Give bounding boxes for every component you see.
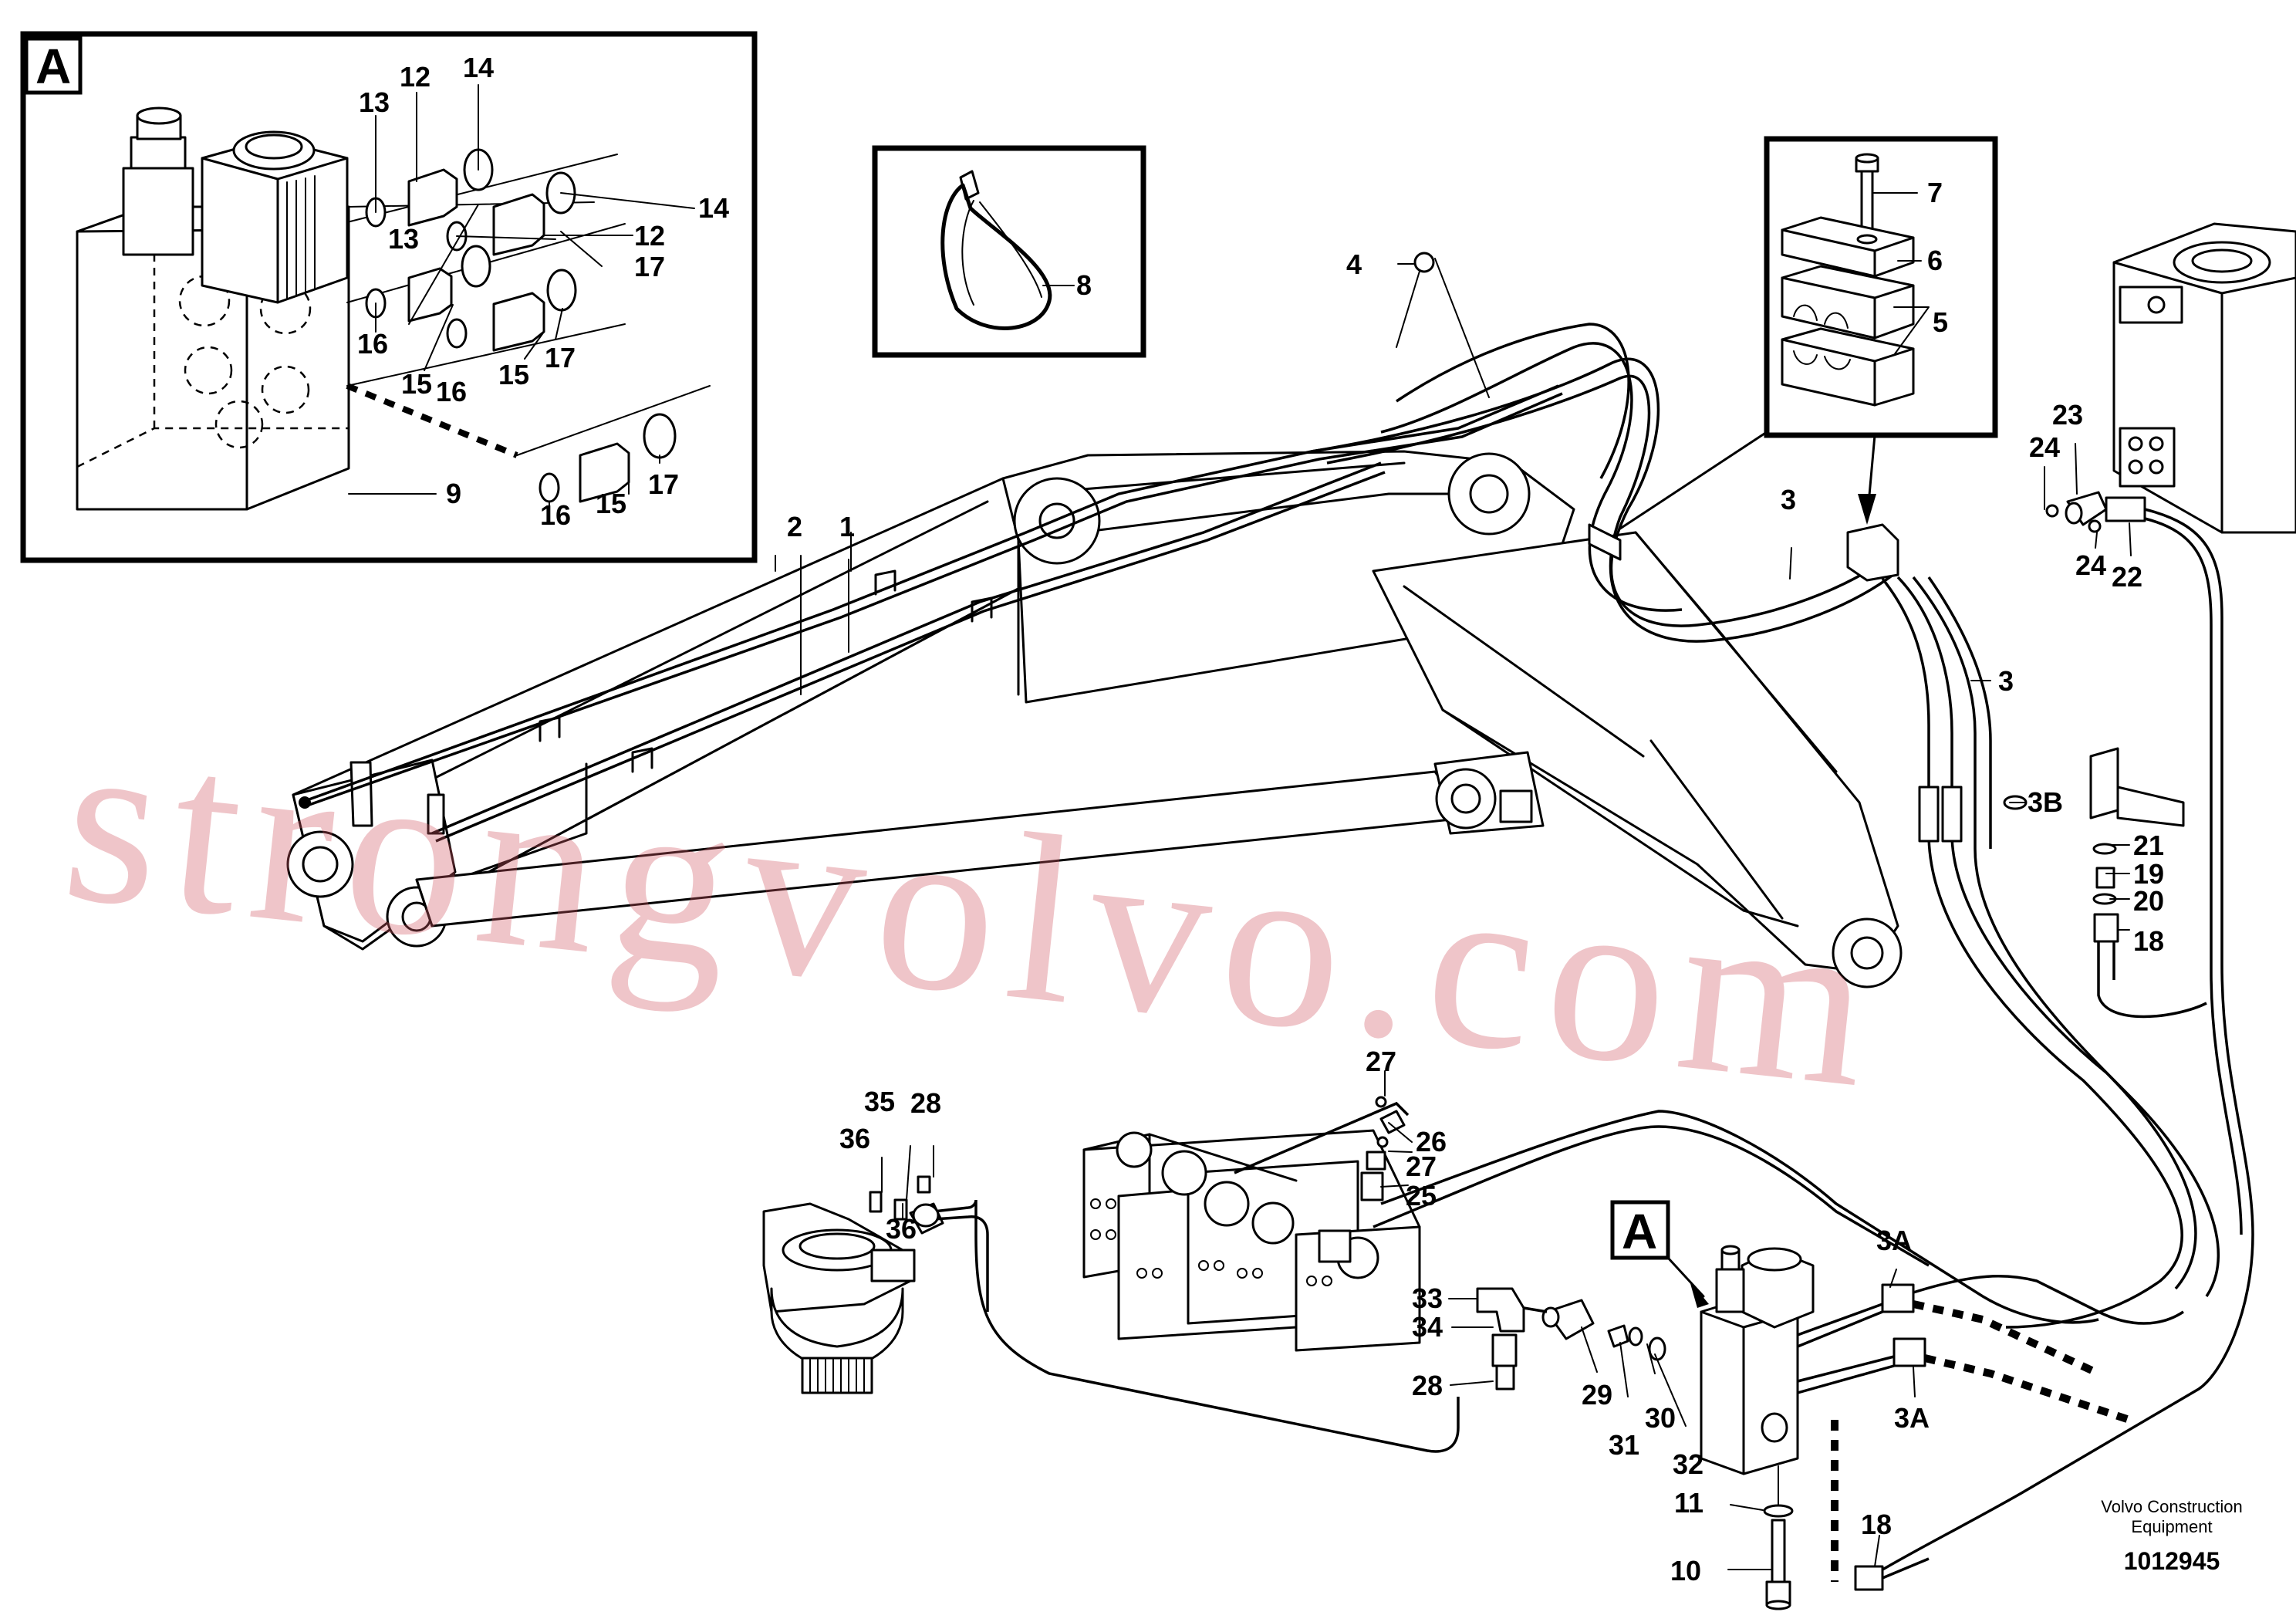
callout-number: 24 xyxy=(2075,549,2106,581)
callout-number: 9 xyxy=(446,478,461,509)
callout-number: 18 xyxy=(1861,1509,1892,1540)
boom-lines xyxy=(299,323,1899,843)
detail-a-valve: A xyxy=(1610,1200,2184,1610)
callout-number: 20 xyxy=(2133,885,2164,917)
callout-number: 17 xyxy=(648,468,679,500)
callout-number: 35 xyxy=(864,1086,895,1117)
clamp-detail: 7 6 5 xyxy=(1619,136,1998,530)
callout-number: 5 xyxy=(1933,306,1948,338)
fittings-misc xyxy=(1360,1096,1666,1391)
callout-number: 31 xyxy=(1609,1429,1639,1461)
callout-number: 36 xyxy=(886,1213,917,1245)
callout-number: 8 xyxy=(1076,269,1092,301)
callout-number: 22 xyxy=(2112,561,2142,593)
callout-number: 16 xyxy=(436,376,467,407)
callout-number: 23 xyxy=(2052,399,2083,431)
callout-labels: 2 1 4 3 3 3B 21 19 20 18 24 23 24 22 27 … xyxy=(787,248,2164,1587)
callout-number: 36 xyxy=(839,1123,870,1154)
callout-number: 24 xyxy=(2029,431,2060,463)
callout-number: 11 xyxy=(1674,1487,1703,1519)
callout-number: 27 xyxy=(1406,1151,1437,1182)
callout-number: 28 xyxy=(910,1087,941,1119)
callout-number: 6 xyxy=(1927,245,1943,276)
valve-stack xyxy=(1082,1101,2099,1352)
callout-number: 25 xyxy=(1406,1180,1437,1211)
inset-fittings xyxy=(346,148,711,503)
callout-number: 32 xyxy=(1673,1448,1703,1480)
callout-number: 29 xyxy=(1582,1379,1612,1411)
callout-number: 3A xyxy=(1894,1402,1930,1434)
callout-number: 12 xyxy=(400,61,430,93)
inset-a-letter: A xyxy=(35,39,71,94)
callout-number: 3A xyxy=(1876,1225,1912,1256)
hoses-3 xyxy=(1881,576,2220,1329)
credit-line1: Volvo Construction xyxy=(2101,1497,2242,1516)
callout-number: 33 xyxy=(1412,1282,1443,1314)
callout-number: 34 xyxy=(1412,1311,1443,1343)
callout-number: 14 xyxy=(698,192,729,224)
callout-number: 15 xyxy=(401,368,432,400)
callout-number: 18 xyxy=(2133,925,2164,957)
callout-number: 17 xyxy=(545,342,576,373)
callout-number: 10 xyxy=(1670,1555,1701,1587)
callout-number: 1 xyxy=(839,511,855,542)
callout-number: 19 xyxy=(2133,858,2164,890)
leader-lines xyxy=(800,258,2132,1570)
callout-number: 30 xyxy=(1645,1402,1676,1434)
callout-number: 13 xyxy=(359,86,390,118)
callout-number: 16 xyxy=(540,499,571,531)
pedal-valve xyxy=(762,1175,1460,1453)
callout-number: 7 xyxy=(1927,177,1943,208)
inset-a-detail: A xyxy=(20,31,758,563)
callout-number: 3B xyxy=(2028,786,2063,818)
credit-line2: Equipment xyxy=(2131,1517,2212,1536)
callout-number: 16 xyxy=(357,328,388,360)
callout-number: 14 xyxy=(463,52,494,83)
hydraulic-tank xyxy=(1874,222,2296,1576)
callout-number: 3 xyxy=(1998,665,2014,697)
callout-number: 26 xyxy=(1416,1126,1447,1157)
callout-number: 21 xyxy=(2133,830,2164,861)
callout-number: 4 xyxy=(1346,248,1362,280)
callout-number: 3 xyxy=(1781,484,1796,515)
callout-number: 13 xyxy=(388,223,419,255)
cable-tie-detail: 8 xyxy=(872,145,1146,358)
detail-a-letter: A xyxy=(1622,1204,1657,1259)
callout-number: 28 xyxy=(1412,1370,1443,1401)
callout-number: 15 xyxy=(498,359,529,390)
callout-number: 2 xyxy=(787,511,802,542)
boom-arm xyxy=(286,450,1903,988)
callout-number: 12 xyxy=(634,220,665,252)
callout-number: 15 xyxy=(596,488,626,519)
callout-number: 27 xyxy=(1366,1046,1396,1077)
drawing-number: 1012945 xyxy=(2124,1547,2220,1575)
valve-block-inset xyxy=(76,106,350,511)
callout-number: 17 xyxy=(634,251,665,282)
credit-block: Volvo Construction Equipment 1012945 xyxy=(2101,1497,2242,1575)
